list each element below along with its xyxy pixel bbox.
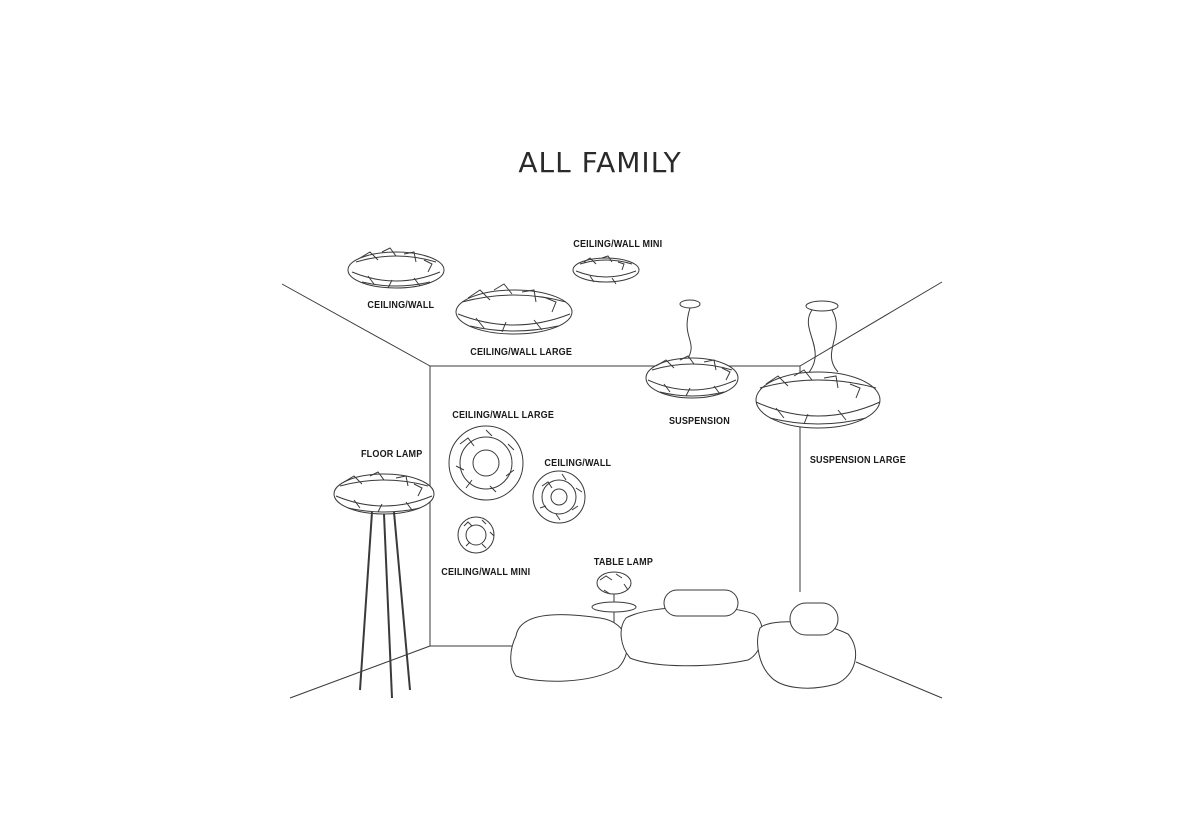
ceiling-wall-large-lamp-wall xyxy=(449,426,523,500)
label-table-lamp: TABLE LAMP xyxy=(594,556,653,568)
label-suspension-large: SUSPENSION LARGE xyxy=(810,454,906,466)
suspension-lamp xyxy=(646,300,738,398)
label-suspension: SUSPENSION xyxy=(669,415,730,427)
ceiling-wall-lamp-wall xyxy=(533,471,585,523)
ceiling-wall-large-lamp-top xyxy=(456,284,572,334)
ceiling-wall-lamp-top xyxy=(348,248,444,288)
label-ceiling-wall-large-wall: CEILING/WALL LARGE xyxy=(452,409,554,421)
label-ceiling-wall-mini-top: CEILING/WALL MINI xyxy=(573,238,662,250)
ceiling-wall-mini-lamp-top xyxy=(573,256,639,284)
ceiling-wall-mini-lamp-wall xyxy=(458,517,494,553)
floor-lamp xyxy=(334,472,434,698)
label-ceiling-wall-wall: CEILING/WALL xyxy=(544,457,611,469)
label-ceiling-wall-top: CEILING/WALL xyxy=(367,299,434,311)
label-ceiling-wall-mini-wall: CEILING/WALL MINI xyxy=(441,566,530,578)
label-ceiling-wall-large-top: CEILING/WALL LARGE xyxy=(470,346,572,358)
sofa-set xyxy=(511,590,856,688)
label-floor-lamp: FLOOR LAMP xyxy=(361,448,422,460)
suspension-large-lamp xyxy=(756,301,880,428)
